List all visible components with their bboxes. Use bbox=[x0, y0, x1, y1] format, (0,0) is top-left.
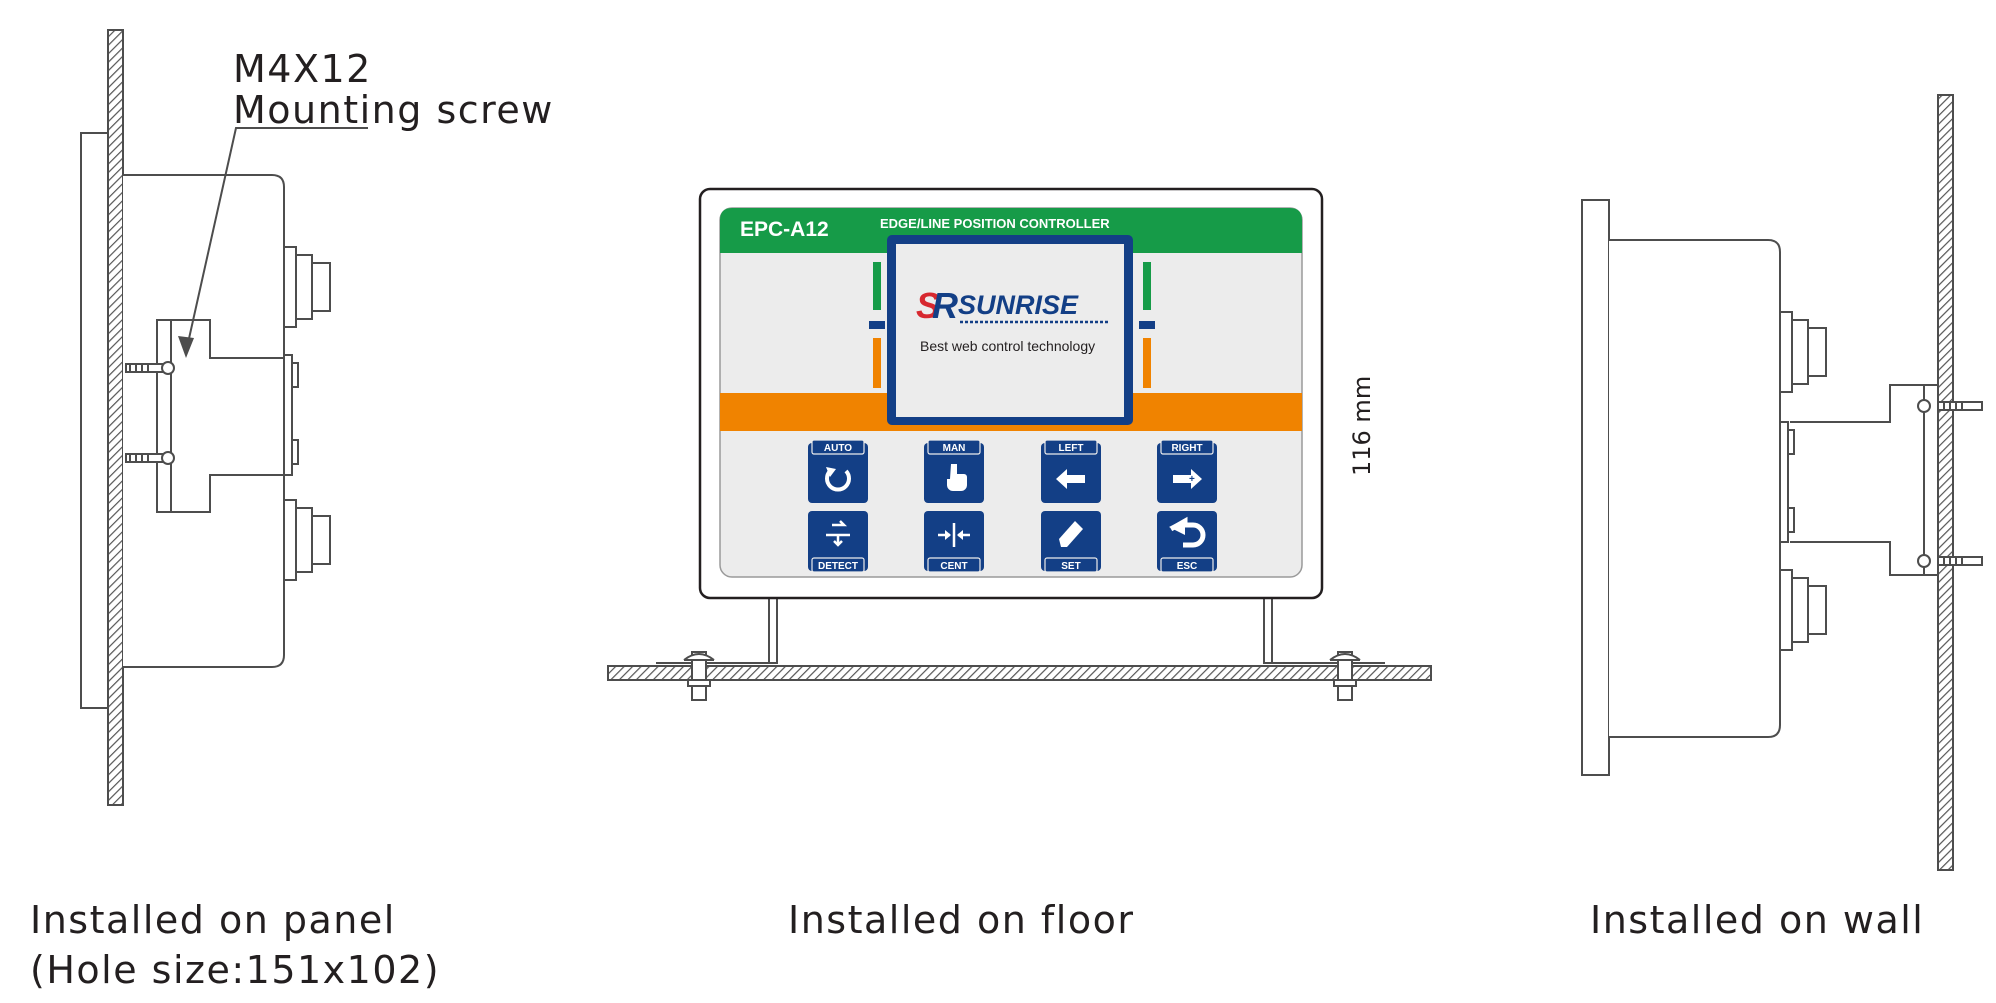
floor-caption: Installed on floor bbox=[788, 898, 1135, 942]
dimension-label: 116 mm bbox=[1348, 375, 1376, 476]
wall-bracket bbox=[1790, 384, 1938, 576]
wall-mount-view bbox=[1581, 94, 1983, 871]
pen-icon bbox=[1059, 521, 1083, 547]
key-man[interactable]: MAN bbox=[924, 439, 984, 503]
model-label: EPC-A12 bbox=[740, 218, 829, 241]
controller-title: EDGE/LINE POSITION CONTROLLER bbox=[880, 216, 1110, 231]
key-cent[interactable]: CENT bbox=[924, 511, 984, 573]
panel-wall bbox=[107, 29, 124, 806]
key-set-label: SET bbox=[1061, 561, 1080, 572]
panel-mount-view bbox=[80, 29, 368, 806]
hand-icon bbox=[947, 464, 967, 491]
key-left-label: LEFT bbox=[1059, 443, 1084, 454]
cable-gland-bottom bbox=[283, 499, 331, 581]
key-detect-label: DETECT bbox=[818, 561, 858, 572]
cable-gland-middle bbox=[283, 354, 299, 476]
svg-text:S: S bbox=[916, 285, 940, 326]
screw-size-label: M4X12 bbox=[233, 47, 372, 91]
wall-front-bezel bbox=[1581, 199, 1610, 776]
wall-screw-bottom bbox=[1917, 554, 1983, 568]
bracket-flange bbox=[156, 319, 172, 513]
floor-beam bbox=[607, 665, 1432, 681]
keypad: AUTO MAN LEFT RIGHT + DETECT CENT SET ESC bbox=[808, 439, 1217, 573]
key-cent-label: CENT bbox=[940, 561, 967, 572]
floor-bolt-left bbox=[683, 651, 715, 701]
stand-right bbox=[1263, 594, 1273, 664]
key-auto[interactable]: AUTO bbox=[808, 439, 868, 503]
wall-caption: Installed on wall bbox=[1590, 898, 1925, 942]
key-set[interactable]: SET bbox=[1041, 511, 1101, 573]
screw-name-label: Mounting screw bbox=[233, 88, 554, 132]
panel-hole-caption: (Hole size:151x102) bbox=[30, 948, 441, 992]
detect-icon bbox=[826, 520, 850, 547]
indicators-right bbox=[1139, 262, 1155, 388]
mount-screw-top bbox=[125, 361, 175, 375]
wall-cable-gland-bottom bbox=[1779, 569, 1827, 651]
svg-text:R: R bbox=[932, 285, 958, 326]
brand-logo: S R SUNRISE bbox=[916, 285, 1108, 326]
wall bbox=[1937, 94, 1954, 871]
cable-gland-top bbox=[283, 246, 331, 328]
title-band bbox=[720, 208, 1302, 253]
floor-mount-view: EPC-A12 EDGE/LINE POSITION CONTROLLER S … bbox=[607, 187, 1432, 701]
wall-cable-gland-middle bbox=[1779, 421, 1795, 543]
floor-bolt-right bbox=[1329, 651, 1361, 701]
key-esc[interactable]: ESC bbox=[1157, 511, 1217, 573]
front-bezel bbox=[80, 132, 109, 709]
display-screen bbox=[896, 244, 1124, 417]
right-arrow-icon: + bbox=[1173, 469, 1202, 489]
key-detect[interactable]: DETECT bbox=[808, 511, 868, 573]
mount-screw-bottom bbox=[125, 451, 175, 465]
key-auto-label: AUTO bbox=[824, 443, 852, 454]
left-arrow-icon bbox=[1056, 469, 1085, 489]
key-esc-label: ESC bbox=[1177, 561, 1198, 572]
key-right-label: RIGHT bbox=[1171, 443, 1202, 454]
svg-text:+: + bbox=[1189, 474, 1195, 485]
wall-cable-gland-top bbox=[1779, 311, 1827, 393]
slogan-text: Best web control technology bbox=[920, 338, 1095, 354]
stand-left bbox=[768, 594, 778, 664]
wall-housing-body bbox=[1609, 239, 1781, 738]
svg-text:SUNRISE: SUNRISE bbox=[958, 290, 1079, 320]
indicators-left bbox=[869, 262, 885, 388]
panel-caption: Installed on panel bbox=[30, 898, 396, 942]
screw-leader-line bbox=[185, 127, 368, 353]
leader-arrowhead bbox=[178, 336, 194, 358]
center-icon bbox=[938, 523, 970, 547]
auto-cycle-icon bbox=[825, 467, 851, 492]
back-arrow-icon bbox=[1169, 516, 1206, 548]
key-left[interactable]: LEFT bbox=[1041, 439, 1101, 503]
key-man-label: MAN bbox=[943, 443, 966, 454]
wall-screw-top bbox=[1917, 399, 1983, 413]
key-right[interactable]: RIGHT + bbox=[1157, 439, 1217, 503]
wall-bracket-flange bbox=[1923, 384, 1939, 576]
